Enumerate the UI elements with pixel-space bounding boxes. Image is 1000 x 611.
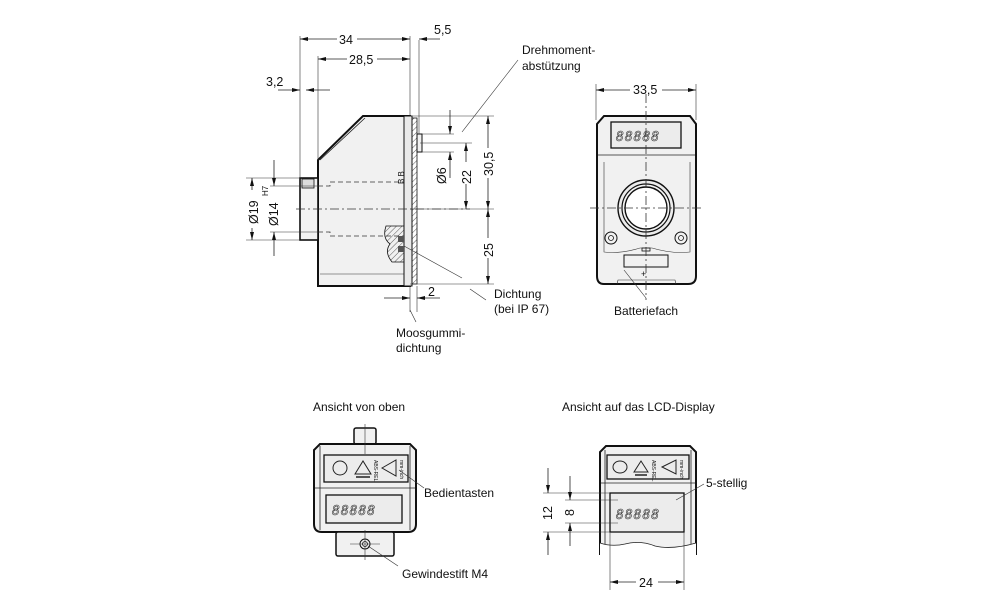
- front-plate: [403, 115, 413, 287]
- side-view: B B 34 28,5 3,2 5,5 Ø6: [246, 23, 595, 355]
- rear-view: 33,5 88888 + Batteriefach: [590, 82, 704, 318]
- top-view: Ansicht von oben ABS-REL mm-inch 88888 B…: [313, 400, 494, 581]
- dim-bore-inner: Ø14: [267, 202, 281, 226]
- rear-display-digits: 88888: [616, 130, 660, 145]
- lcd-button-panel: [606, 454, 690, 480]
- dim-upper-height: 30,5: [482, 152, 496, 176]
- button-label-mm-inch: mm-inch: [398, 460, 404, 479]
- button-triangle-up-icon: [354, 460, 372, 475]
- label-buttons: Bedientasten: [424, 486, 494, 500]
- dim-body-length: 28,5: [349, 53, 373, 67]
- lcd-button-triangle-up-icon: [633, 460, 649, 473]
- button-panel: [323, 454, 409, 483]
- dim-bore-outer: Ø19: [247, 200, 261, 224]
- lcd-view-title: Ansicht auf das LCD-Display: [562, 400, 715, 414]
- foam-seal: [411, 117, 418, 285]
- label-torque-support-1: Drehmoment-: [522, 43, 595, 57]
- dim-pin-height: 22: [460, 170, 474, 184]
- dim-rear-width: 33,5: [633, 83, 657, 97]
- lcd-button-label-mm-inch: mm-inch: [678, 460, 684, 479]
- svg-text:B B: B B: [397, 171, 406, 184]
- svg-text:+: +: [641, 269, 646, 279]
- dim-window-width: 24: [639, 576, 653, 590]
- dim-pin-diameter: Ø6: [435, 167, 449, 184]
- set-screw: [301, 178, 315, 189]
- dim-digit-height: 8: [563, 509, 577, 516]
- label-foam-seal-2: dichtung: [396, 341, 441, 355]
- dim-pin-offset: 5,5: [434, 23, 451, 37]
- lcd-button-label-abs-rel: ABS-REL: [650, 460, 656, 482]
- label-battery: Batteriefach: [614, 304, 678, 318]
- lcd-button-circle-icon: [612, 460, 628, 474]
- lcd-display-digits: 88888: [616, 508, 660, 523]
- label-set-screw: Gewindestift M4: [402, 567, 488, 581]
- dim-lower-height: 25: [482, 243, 496, 257]
- label-torque-support-2: abstützung: [522, 59, 581, 73]
- top-display-window: [325, 494, 403, 524]
- label-seal-2: (bei IP 67): [494, 302, 549, 316]
- label-5-digit: 5-stellig: [706, 476, 747, 490]
- label-foam-seal-1: Moosgummi-: [396, 326, 465, 340]
- dim-window-height: 12: [541, 506, 555, 520]
- lcd-view: Ansicht auf das LCD-Display ABS-REL mm-i…: [541, 400, 747, 590]
- dim-flange: 3,2: [266, 75, 283, 89]
- lcd-display-window: [609, 492, 685, 533]
- top-view-title: Ansicht von oben: [313, 400, 405, 414]
- top-display-digits: 88888: [332, 504, 376, 519]
- lcd-button-triangle-left-icon: [660, 459, 677, 475]
- button-triangle-left-icon: [380, 459, 397, 477]
- button-label-abs-rel: ABS-REL: [372, 460, 378, 482]
- button-circle-icon: [332, 460, 348, 476]
- dim-seal-thickness: 2: [428, 285, 435, 299]
- bore-tolerance: H7: [261, 185, 270, 196]
- dim-overall-length: 34: [339, 33, 353, 47]
- label-seal-1: Dichtung: [494, 287, 541, 301]
